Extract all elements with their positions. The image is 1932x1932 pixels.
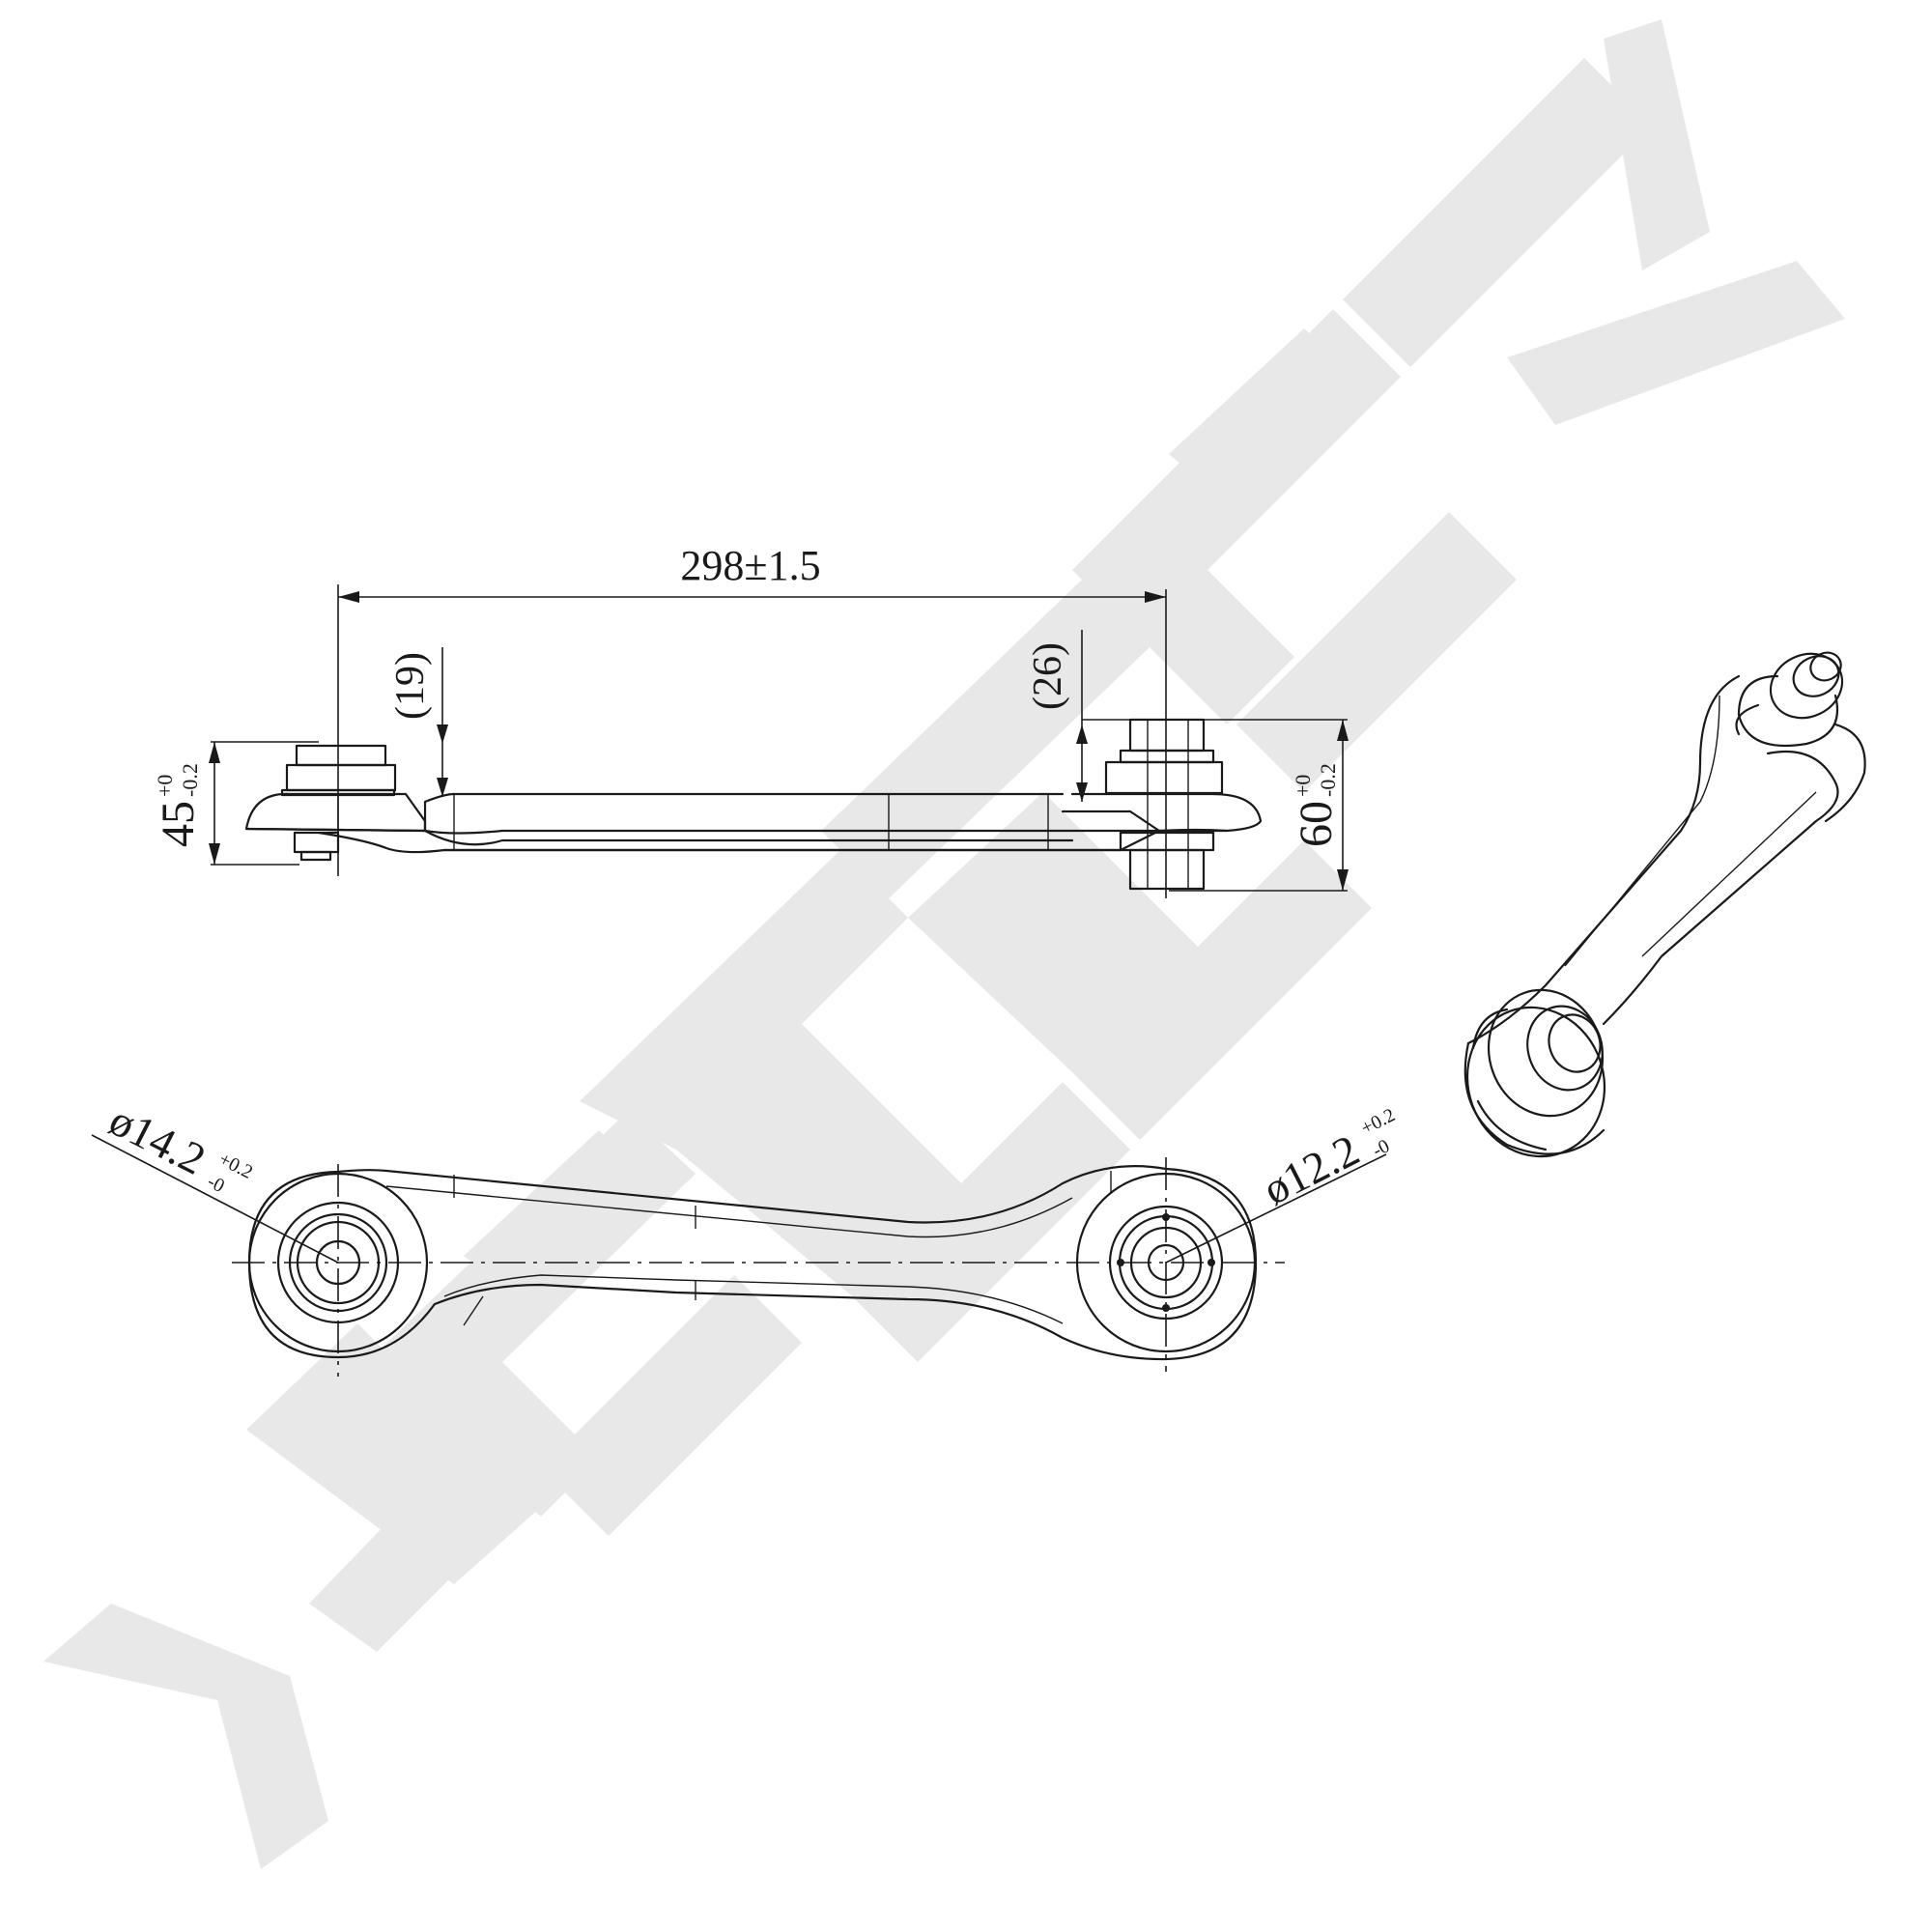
- right-bore-label: ø12.2 +0.2 -0: [1255, 1104, 1398, 1214]
- top-view: [91, 1134, 1387, 1377]
- center-distance-label: 298±1.5: [680, 542, 820, 589]
- side-view: [209, 584, 1349, 898]
- left-bore-value: ø14.2: [101, 1094, 213, 1183]
- watermark-logo: [43, 19, 1845, 1869]
- right-height-tol-lower: -0.2: [1316, 763, 1340, 797]
- left-height-tol-upper: +0: [153, 775, 177, 797]
- left-bore-tol-lower: -0: [204, 1171, 228, 1197]
- right-bore-tol-lower: -0: [1369, 1135, 1393, 1161]
- left-bore-label: ø14.2 +0.2 -0: [101, 1094, 256, 1197]
- left-offset-label: (19): [388, 652, 433, 720]
- right-bore-value: ø12.2: [1255, 1124, 1366, 1213]
- left-height-value: 45: [153, 801, 204, 847]
- right-height-label: 60 +0 -0.2: [1291, 763, 1342, 847]
- right-height-value: 60: [1291, 801, 1342, 847]
- left-height-tol-lower: -0.2: [178, 763, 202, 797]
- right-height-tol-upper: +0: [1291, 775, 1315, 797]
- right-offset-label: (26): [1026, 642, 1070, 710]
- isometric-view: [1463, 651, 1866, 1158]
- right-bore-tol-upper: +0.2: [1357, 1104, 1398, 1139]
- left-height-label: 45 +0 -0.2: [153, 763, 204, 847]
